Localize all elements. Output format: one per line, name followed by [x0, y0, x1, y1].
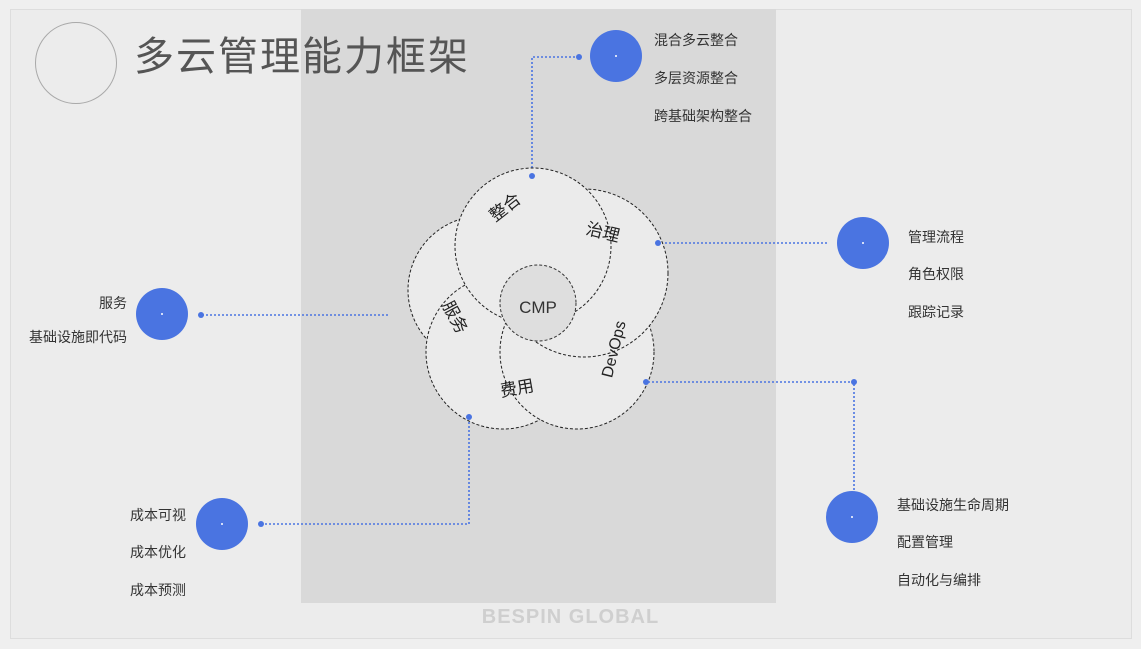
connector-line — [646, 381, 855, 490]
wheel-center-hub — [499, 264, 577, 342]
bullet-cost — [196, 498, 248, 550]
connector-endpoint-dot — [529, 173, 535, 179]
connector-endpoint-dot — [851, 379, 857, 385]
footer-brand-logo: BESPIN GLOBAL — [481, 606, 660, 628]
bullet-governance — [837, 217, 889, 269]
page-title: 多云管理能力框架 — [134, 34, 470, 80]
bullet-integration — [590, 30, 642, 82]
list-cost: 成本可视 成本优化 成本预测 — [130, 505, 186, 600]
connector-endpoint-dot — [466, 414, 472, 420]
connector-endpoint-dot — [198, 312, 204, 318]
list-integration: 混合多云整合 多层资源整合 跨基础架构整合 — [654, 30, 752, 126]
list-item: 成本可视 — [130, 508, 186, 524]
list-item: 服务 — [99, 296, 127, 312]
list-item: 多层资源整合 — [654, 71, 738, 87]
list-item: 基础设施生命周期 — [897, 498, 1009, 514]
connector-line — [261, 417, 470, 525]
wheel-petals — [407, 167, 669, 430]
list-service: 服务 基础设施即代码 — [20, 293, 127, 347]
list-governance: 管理流程 角色权限 跟踪记录 — [908, 227, 964, 322]
list-item: 跨基础架构整合 — [654, 109, 752, 125]
connector-endpoint-dot — [576, 54, 582, 60]
bullet-service — [136, 288, 188, 340]
list-item: 跟踪记录 — [908, 305, 964, 321]
connector-dots — [198, 54, 857, 527]
list-item: 配置管理 — [897, 535, 953, 551]
list-item: 混合多云整合 — [654, 33, 738, 49]
title-circle-decoration — [35, 22, 117, 104]
connector-endpoint-dot — [643, 379, 649, 385]
connector-endpoint-dot — [258, 521, 264, 527]
list-item: 管理流程 — [908, 230, 964, 246]
connector-endpoint-dot — [655, 240, 661, 246]
list-item: 成本预测 — [130, 583, 186, 599]
list-item: 自动化与编排 — [897, 573, 981, 589]
wheel-center-label: CMP — [519, 298, 557, 317]
list-item: 成本优化 — [130, 545, 186, 561]
connector-line — [531, 56, 579, 176]
list-item: 角色权限 — [908, 267, 964, 283]
list-item: 基础设施即代码 — [29, 330, 127, 346]
bullet-devops — [826, 491, 878, 543]
list-devops: 基础设施生命周期 配置管理 自动化与编排 — [897, 495, 1009, 590]
